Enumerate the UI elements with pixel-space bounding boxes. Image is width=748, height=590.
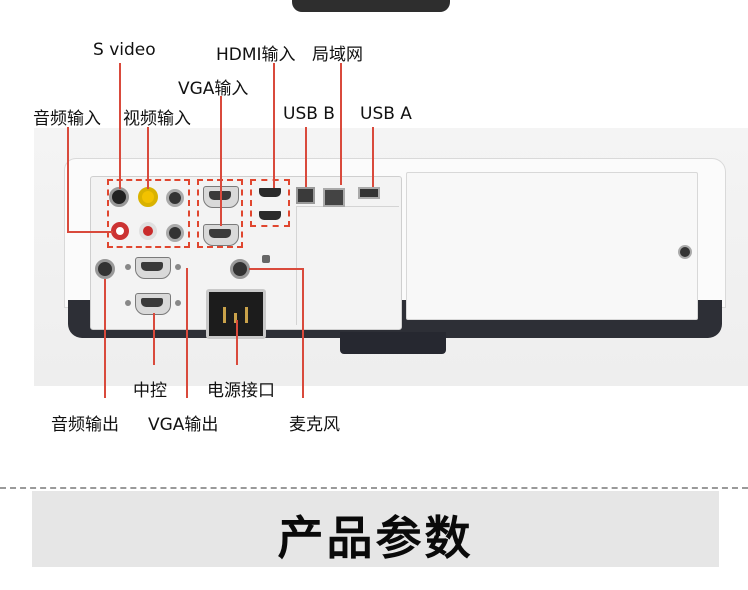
highlight-hdmi xyxy=(250,179,290,227)
projector-foot xyxy=(340,332,446,354)
label-audio-input: 音频输入 xyxy=(33,109,101,129)
leader-line xyxy=(372,127,374,187)
vga-screw xyxy=(125,264,131,270)
label-usb-b: USB B xyxy=(283,104,335,124)
indicator-dot xyxy=(262,255,270,263)
section-divider xyxy=(0,487,748,489)
power-pin xyxy=(223,307,226,323)
label-power: 电源接口 xyxy=(207,381,275,401)
control-screw xyxy=(175,300,181,306)
leader-line xyxy=(220,96,222,226)
power-pin xyxy=(234,313,237,323)
power-pin xyxy=(245,307,248,323)
label-control: 中控 xyxy=(133,381,167,401)
microphone-port xyxy=(230,259,250,279)
label-microphone: 麦克风 xyxy=(289,415,340,435)
vga-output-port xyxy=(135,257,171,279)
label-usb-a: USB A xyxy=(360,104,412,124)
section-banner: 产品参数 xyxy=(32,491,719,567)
label-video-input: 视频输入 xyxy=(123,109,191,129)
audio-jack-2 xyxy=(166,224,184,242)
hdmi-port-1 xyxy=(259,188,281,197)
leader-line xyxy=(305,127,307,187)
leader-line xyxy=(147,127,149,189)
lan-port xyxy=(323,188,345,207)
leader-line xyxy=(67,231,113,233)
label-vga-input: VGA输入 xyxy=(178,79,249,99)
audio-output-port xyxy=(95,259,115,279)
leader-line xyxy=(340,63,342,185)
label-vga-output: VGA输出 xyxy=(148,415,219,435)
control-port xyxy=(135,293,171,315)
connector-sub-panel xyxy=(296,206,399,325)
usb-a-port xyxy=(358,187,380,199)
label-audio-output: 音频输出 xyxy=(51,415,119,435)
vga-screw xyxy=(175,264,181,270)
screw xyxy=(678,245,692,259)
leader-line xyxy=(153,313,155,365)
leader-line xyxy=(273,63,275,188)
label-lan: 局域网 xyxy=(312,45,363,65)
label-s-video: S video xyxy=(93,40,156,60)
audio-input-port-red xyxy=(139,222,157,240)
leader-line xyxy=(104,279,106,398)
audio-jack-1 xyxy=(166,189,184,207)
label-hdmi-input: HDMI输入 xyxy=(216,45,296,65)
leader-line xyxy=(119,63,121,189)
audio-input-port-white xyxy=(111,222,129,240)
leader-line xyxy=(236,320,238,365)
section-title: 产品参数 xyxy=(277,511,474,565)
leader-line xyxy=(186,268,188,398)
control-screw xyxy=(125,300,131,306)
video-input-port xyxy=(138,187,158,207)
usb-b-port xyxy=(296,187,315,204)
leader-line xyxy=(302,268,304,398)
projector-side-panel xyxy=(406,172,698,320)
hdmi-port-2 xyxy=(259,211,281,220)
top-tab xyxy=(292,0,450,12)
leader-line xyxy=(67,127,69,232)
leader-line xyxy=(249,268,303,270)
highlight-audio-video xyxy=(107,179,190,248)
